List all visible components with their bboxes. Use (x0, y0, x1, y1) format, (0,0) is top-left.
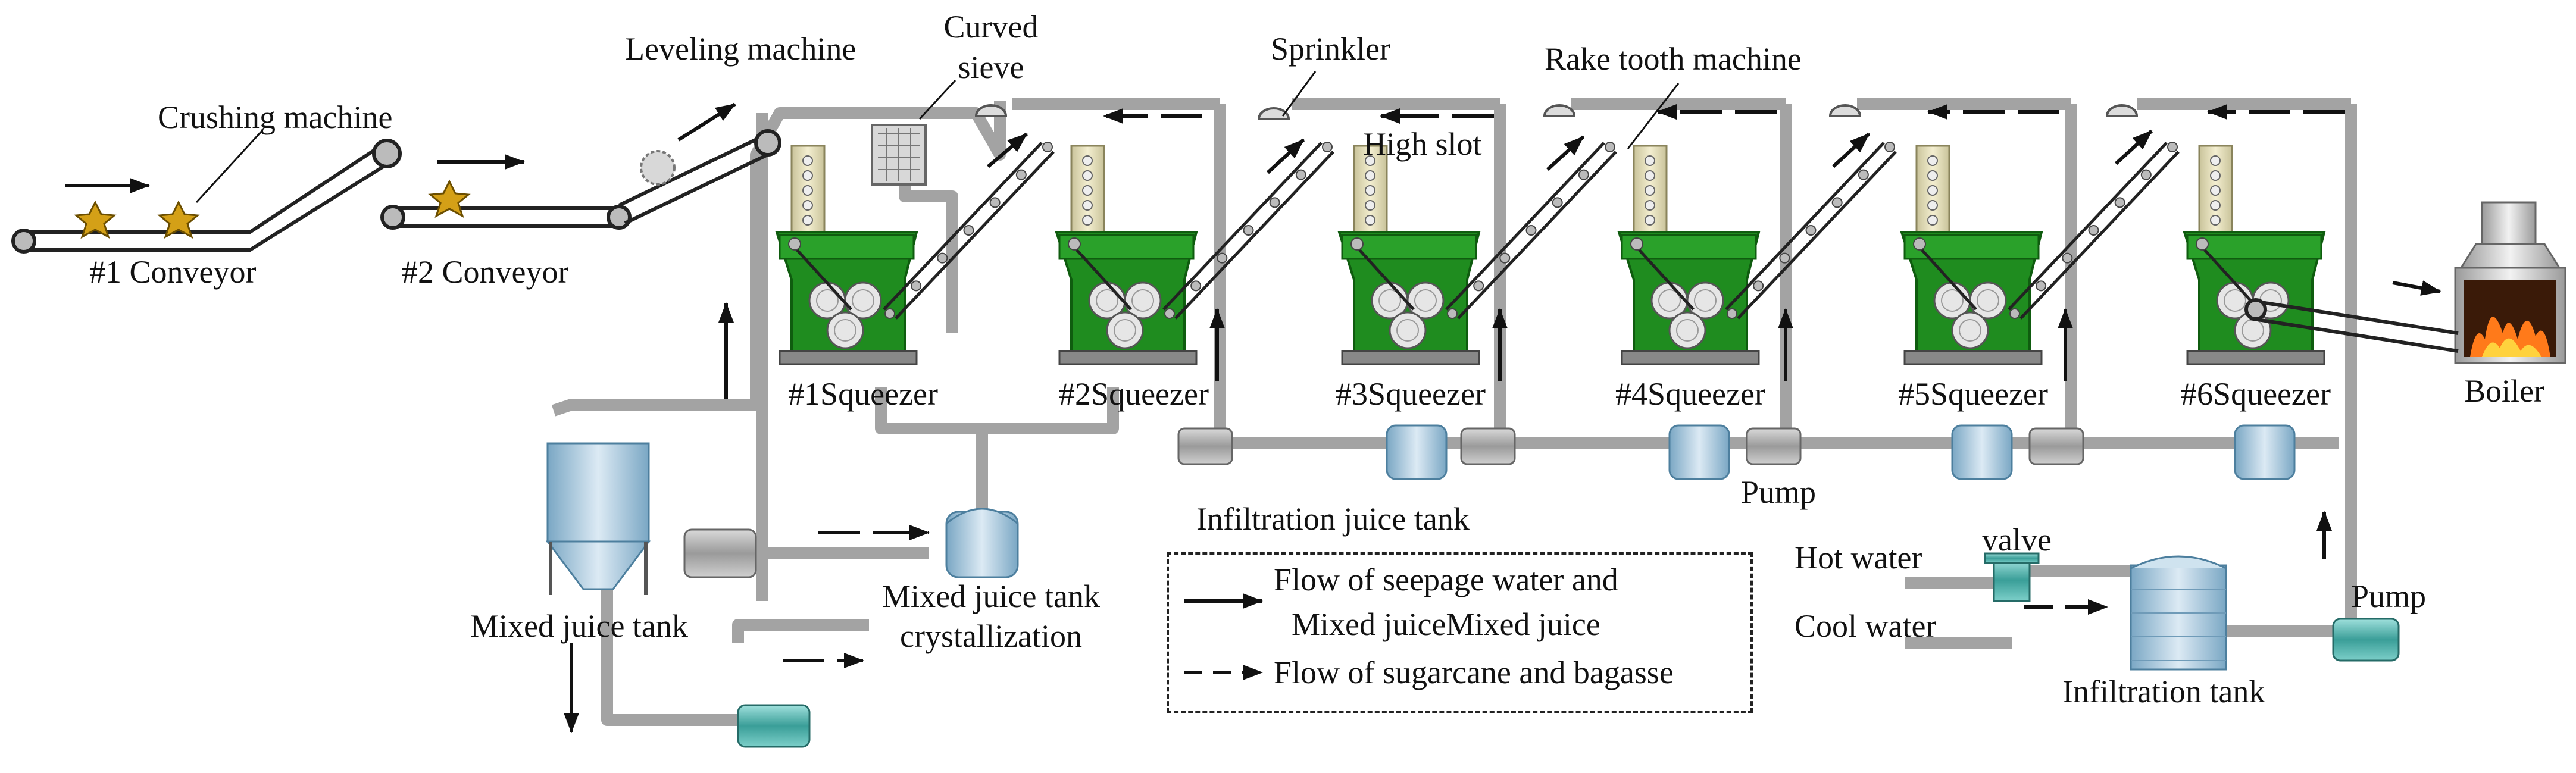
label-leveling-machine: Leveling machine (625, 31, 856, 67)
legend-dashed-text: Flow of sugarcane and bagasse (1274, 655, 1674, 690)
mixed-juice-crystallization-tank (945, 508, 1019, 578)
label-mixed-juice-tank-left: Mixed juice tank (470, 608, 688, 644)
pumps-gray (683, 427, 2084, 578)
label-squeezer: #5Squeezer (1898, 376, 2048, 412)
label-conveyor-1: #1 Conveyor (89, 254, 257, 290)
roller-icon (1389, 311, 1427, 349)
label-squeezer: #3Squeezer (1336, 376, 1486, 412)
label-squeezer: #4Squeezer (1615, 376, 1765, 412)
flow-arrows (65, 71, 2441, 733)
pipe-network (551, 98, 2357, 726)
label-curved-sieve-2: sieve (958, 49, 1024, 85)
label-crushing-machine: Crushing machine (158, 99, 393, 135)
label-mixed-juice-tank-cryst-1: Mixed juice tank (882, 578, 1100, 614)
pumps-teal (737, 618, 2400, 748)
legend-solid-text-2: Mixed juiceMixed juice (1292, 606, 1600, 642)
squeezer-group (775, 142, 2326, 365)
label-infiltration-juice-tank: Infiltration juice tank (1196, 501, 1470, 537)
legend-box (1167, 552, 1753, 713)
label-cool-water: Cool water (1795, 608, 1937, 644)
squeezer-unit (1617, 142, 1897, 365)
roller-icon (1686, 281, 1724, 320)
roller-icon (1124, 281, 1162, 320)
leveling-machine-icon (640, 150, 676, 186)
label-infiltration-tank: Infiltration tank (2062, 674, 2265, 709)
conveyor-2 (380, 205, 632, 230)
squeezer-unit (1337, 142, 1617, 365)
label-rake-tooth-machine: Rake tooth machine (1545, 41, 1802, 77)
roller-icon (1668, 311, 1706, 349)
label-hot-water: Hot water (1795, 540, 1922, 575)
roller-icon (1406, 281, 1445, 320)
label-squeezer: #1Squeezer (788, 376, 938, 412)
label-boiler: Boiler (2464, 373, 2544, 409)
roller-icon (844, 281, 882, 320)
sprinkler-heads (974, 104, 2139, 120)
squeezer-unit (1055, 142, 1334, 365)
crusher-star-icon (74, 179, 471, 239)
squeezer-unit (1900, 142, 2180, 365)
legend-solid-text-1: Flow of seepage water and (1274, 562, 1618, 597)
conveyor-to-squeezer1 (618, 129, 781, 225)
label-sprinkler: Sprinkler (1271, 31, 1390, 67)
boiler-icon (2454, 201, 2566, 364)
label-valve: valve (1982, 522, 2052, 558)
label-high-slot: High slot (1363, 126, 1482, 162)
label-mixed-juice-tank-cryst-2: crystallization (900, 618, 1082, 654)
label-squeezer: #6Squeezer (2181, 376, 2331, 412)
mixed-juice-tank-left (546, 442, 651, 595)
infiltration-tank (2130, 555, 2227, 671)
label-pump-mid: Pump (1741, 474, 1817, 510)
squeezer-unit (2183, 145, 2326, 365)
label-squeezer: #2Squeezer (1059, 376, 1209, 412)
label-curved-sieve-1: Curved (943, 9, 1039, 45)
squeezer-unit (775, 142, 1055, 365)
bagasse-conveyor-to-boiler (2244, 298, 2459, 353)
roller-icon (1951, 311, 1989, 349)
roller-icon (1106, 311, 1144, 349)
conveyor-1 (11, 139, 402, 254)
valve-icon (1984, 552, 2040, 602)
label-pump-right: Pump (2351, 578, 2427, 614)
roller-icon (826, 311, 864, 349)
infiltration-juice-tanks (1386, 424, 2296, 480)
label-conveyor-2: #2 Conveyor (402, 254, 569, 290)
curved-sieve-icon (871, 124, 927, 186)
roller-icon (1969, 281, 2007, 320)
